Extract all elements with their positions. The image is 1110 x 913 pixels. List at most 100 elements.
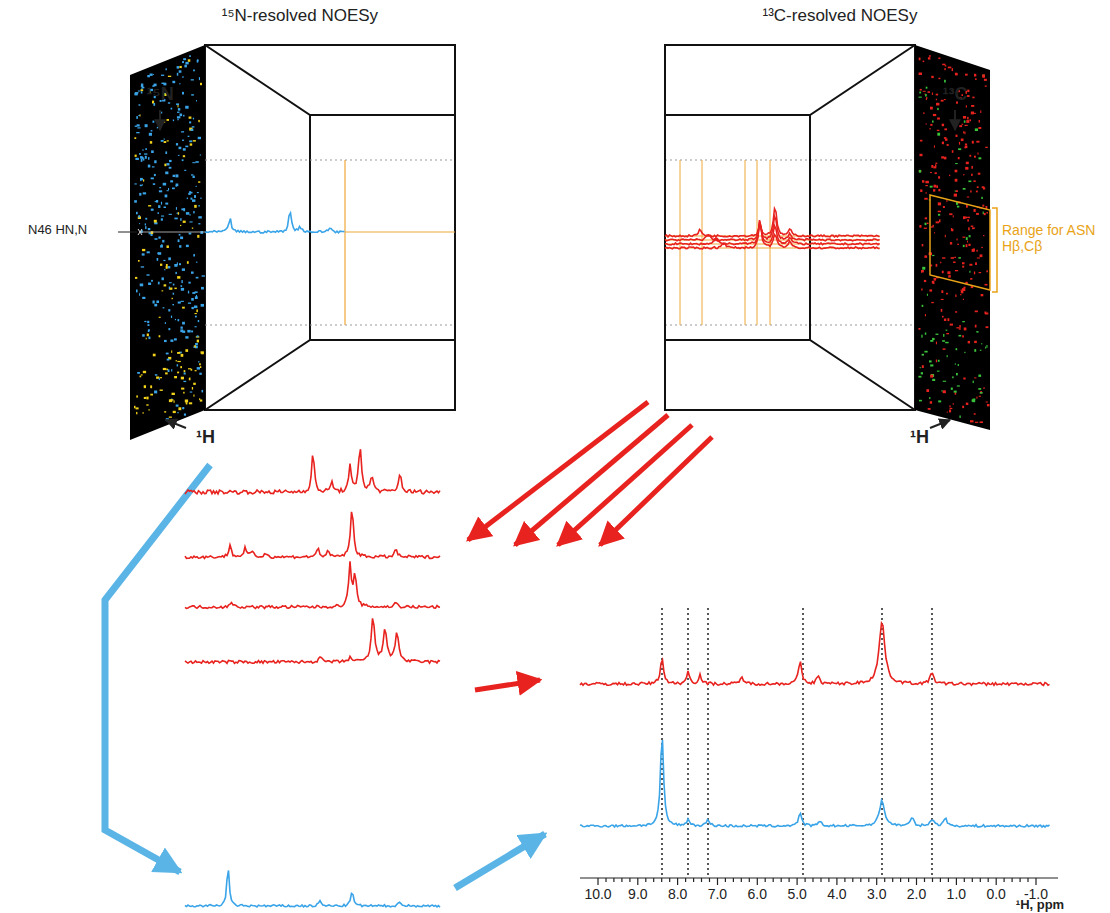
- cross-peak: [185, 400, 188, 403]
- spectrum-trace: [185, 512, 440, 559]
- cross-peak: [198, 205, 200, 206]
- cross-peak: [167, 359, 170, 361]
- cross-peak: [158, 237, 160, 239]
- axis-tick: [1035, 878, 1036, 885]
- cross-peak: [963, 237, 966, 238]
- cross-peak: [158, 205, 160, 208]
- cross-peak: [967, 197, 970, 198]
- cross-peak: [955, 163, 958, 164]
- cross-peak: [187, 330, 190, 333]
- cross-peak: [935, 164, 936, 166]
- cross-peak: [965, 74, 968, 76]
- cross-peak: [963, 116, 966, 119]
- tick-label: 7.0: [708, 886, 727, 902]
- cross-peak: [177, 372, 179, 374]
- cross-peak: [165, 172, 168, 175]
- axis-arrow: [159, 110, 161, 130]
- cross-peak: [949, 175, 950, 176]
- cross-peak: [170, 340, 173, 342]
- cross-peak: [976, 213, 979, 215]
- cross-peak: [926, 123, 927, 124]
- cross-peak: [196, 262, 197, 263]
- cross-peak: [980, 110, 981, 113]
- cross-peak: [936, 99, 937, 101]
- cross-peak: [164, 269, 165, 270]
- cross-peak: [930, 340, 933, 342]
- axis-tick: [932, 878, 933, 882]
- cross-peak: [189, 117, 192, 119]
- cross-peak: [176, 207, 177, 210]
- axis-tick: [749, 878, 750, 882]
- cross-peak: [193, 254, 195, 256]
- cross-peak: [171, 350, 172, 353]
- cross-peak: [962, 335, 964, 337]
- cross-peak: [938, 58, 940, 60]
- cross-peak: [925, 223, 927, 225]
- cross-peak: [174, 264, 177, 267]
- cross-peak: [174, 338, 177, 340]
- cross-peak: [202, 390, 204, 393]
- axis-tick: [637, 878, 638, 885]
- axis-arrow: [166, 420, 186, 428]
- cross-peak: [932, 121, 934, 123]
- cross-peak: [932, 379, 935, 381]
- cross-peak: [962, 266, 964, 268]
- cross-peak: [970, 190, 971, 192]
- axis-tick: [980, 878, 981, 882]
- cross-peak: [197, 335, 199, 337]
- cross-peak: [135, 155, 137, 157]
- cross-peak: [920, 89, 922, 91]
- cross-peak: [959, 335, 962, 337]
- axis-tick: [908, 878, 909, 882]
- cross-peak: [139, 153, 141, 155]
- cross-peak: [139, 223, 140, 224]
- cross-peak: [928, 91, 931, 93]
- cross-peak: [924, 228, 927, 229]
- cross-peak: [196, 186, 197, 187]
- cross-peak: [165, 372, 168, 374]
- cross-peak: [202, 275, 205, 276]
- axis-tick: [804, 878, 805, 882]
- cross-peak: [153, 183, 155, 185]
- cross-peak: [974, 349, 976, 352]
- cross-peak: [928, 57, 931, 59]
- cross-peak: [934, 232, 935, 233]
- cross-peak: [925, 333, 927, 335]
- cross-peak: [926, 87, 928, 89]
- cross-peak: [936, 94, 938, 96]
- cross-peak: [950, 242, 952, 244]
- cross-peak: [948, 67, 952, 69]
- cross-peak: [953, 262, 956, 264]
- cross-peak: [936, 221, 939, 223]
- cross-peak: [179, 66, 181, 68]
- axis-tick: [685, 878, 686, 882]
- cross-peak: [134, 183, 136, 184]
- cross-peak: [147, 274, 150, 275]
- cross-peak: [956, 327, 959, 328]
- cross-peak: [969, 235, 971, 237]
- cross-peak: [139, 293, 140, 296]
- axis-tick: [661, 878, 662, 882]
- cross-peak: [193, 70, 195, 72]
- cross-peak: [979, 157, 982, 159]
- cross-peak: [181, 388, 184, 390]
- cross-peak: [929, 289, 932, 291]
- cross-peak: [162, 121, 166, 122]
- cross-peak: [148, 329, 149, 331]
- axis-tick: [844, 878, 845, 882]
- cross-peak: [189, 55, 191, 56]
- cross-peak: [194, 306, 197, 309]
- cross-peak: [153, 301, 155, 304]
- cross-peak: [180, 114, 183, 117]
- cross-peak: [138, 215, 140, 217]
- cross-peak: [957, 206, 959, 208]
- spectrum-trace: [185, 449, 440, 494]
- cross-peak: [926, 389, 929, 392]
- cross-peak: [967, 219, 969, 221]
- cross-peak: [167, 190, 169, 191]
- cross-peak: [930, 124, 932, 126]
- cross-peak: [142, 249, 145, 251]
- cross-peak: [195, 326, 197, 327]
- cross-peak: [968, 341, 970, 344]
